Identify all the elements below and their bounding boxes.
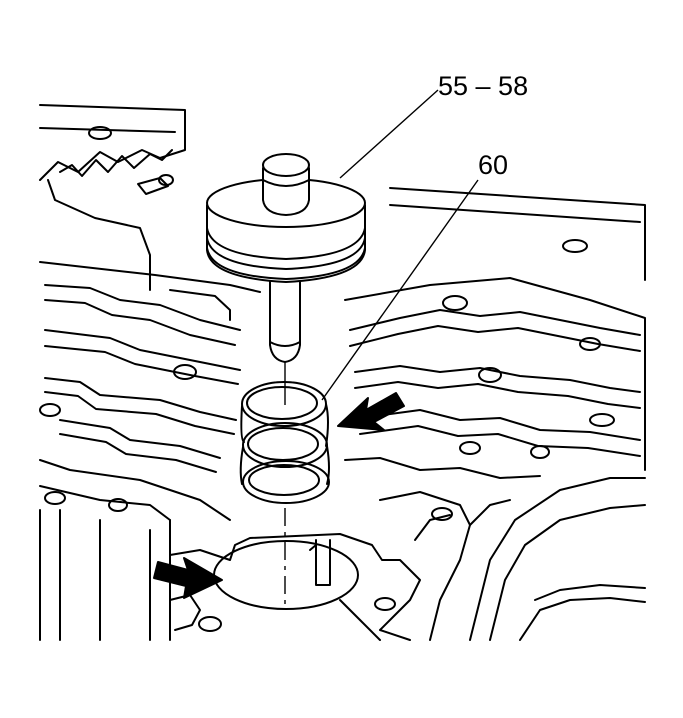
accumulator-piston xyxy=(206,153,366,363)
valve-body xyxy=(39,104,646,641)
spring xyxy=(239,381,330,504)
arrow-left-icon xyxy=(337,392,405,431)
callout-spring: 60 xyxy=(478,150,508,180)
arrow-right-icon xyxy=(153,557,223,599)
leader-line-spring xyxy=(321,179,479,401)
callout-piston-assembly: 55 – 58 xyxy=(438,71,528,101)
leader-line-piston xyxy=(339,89,439,179)
